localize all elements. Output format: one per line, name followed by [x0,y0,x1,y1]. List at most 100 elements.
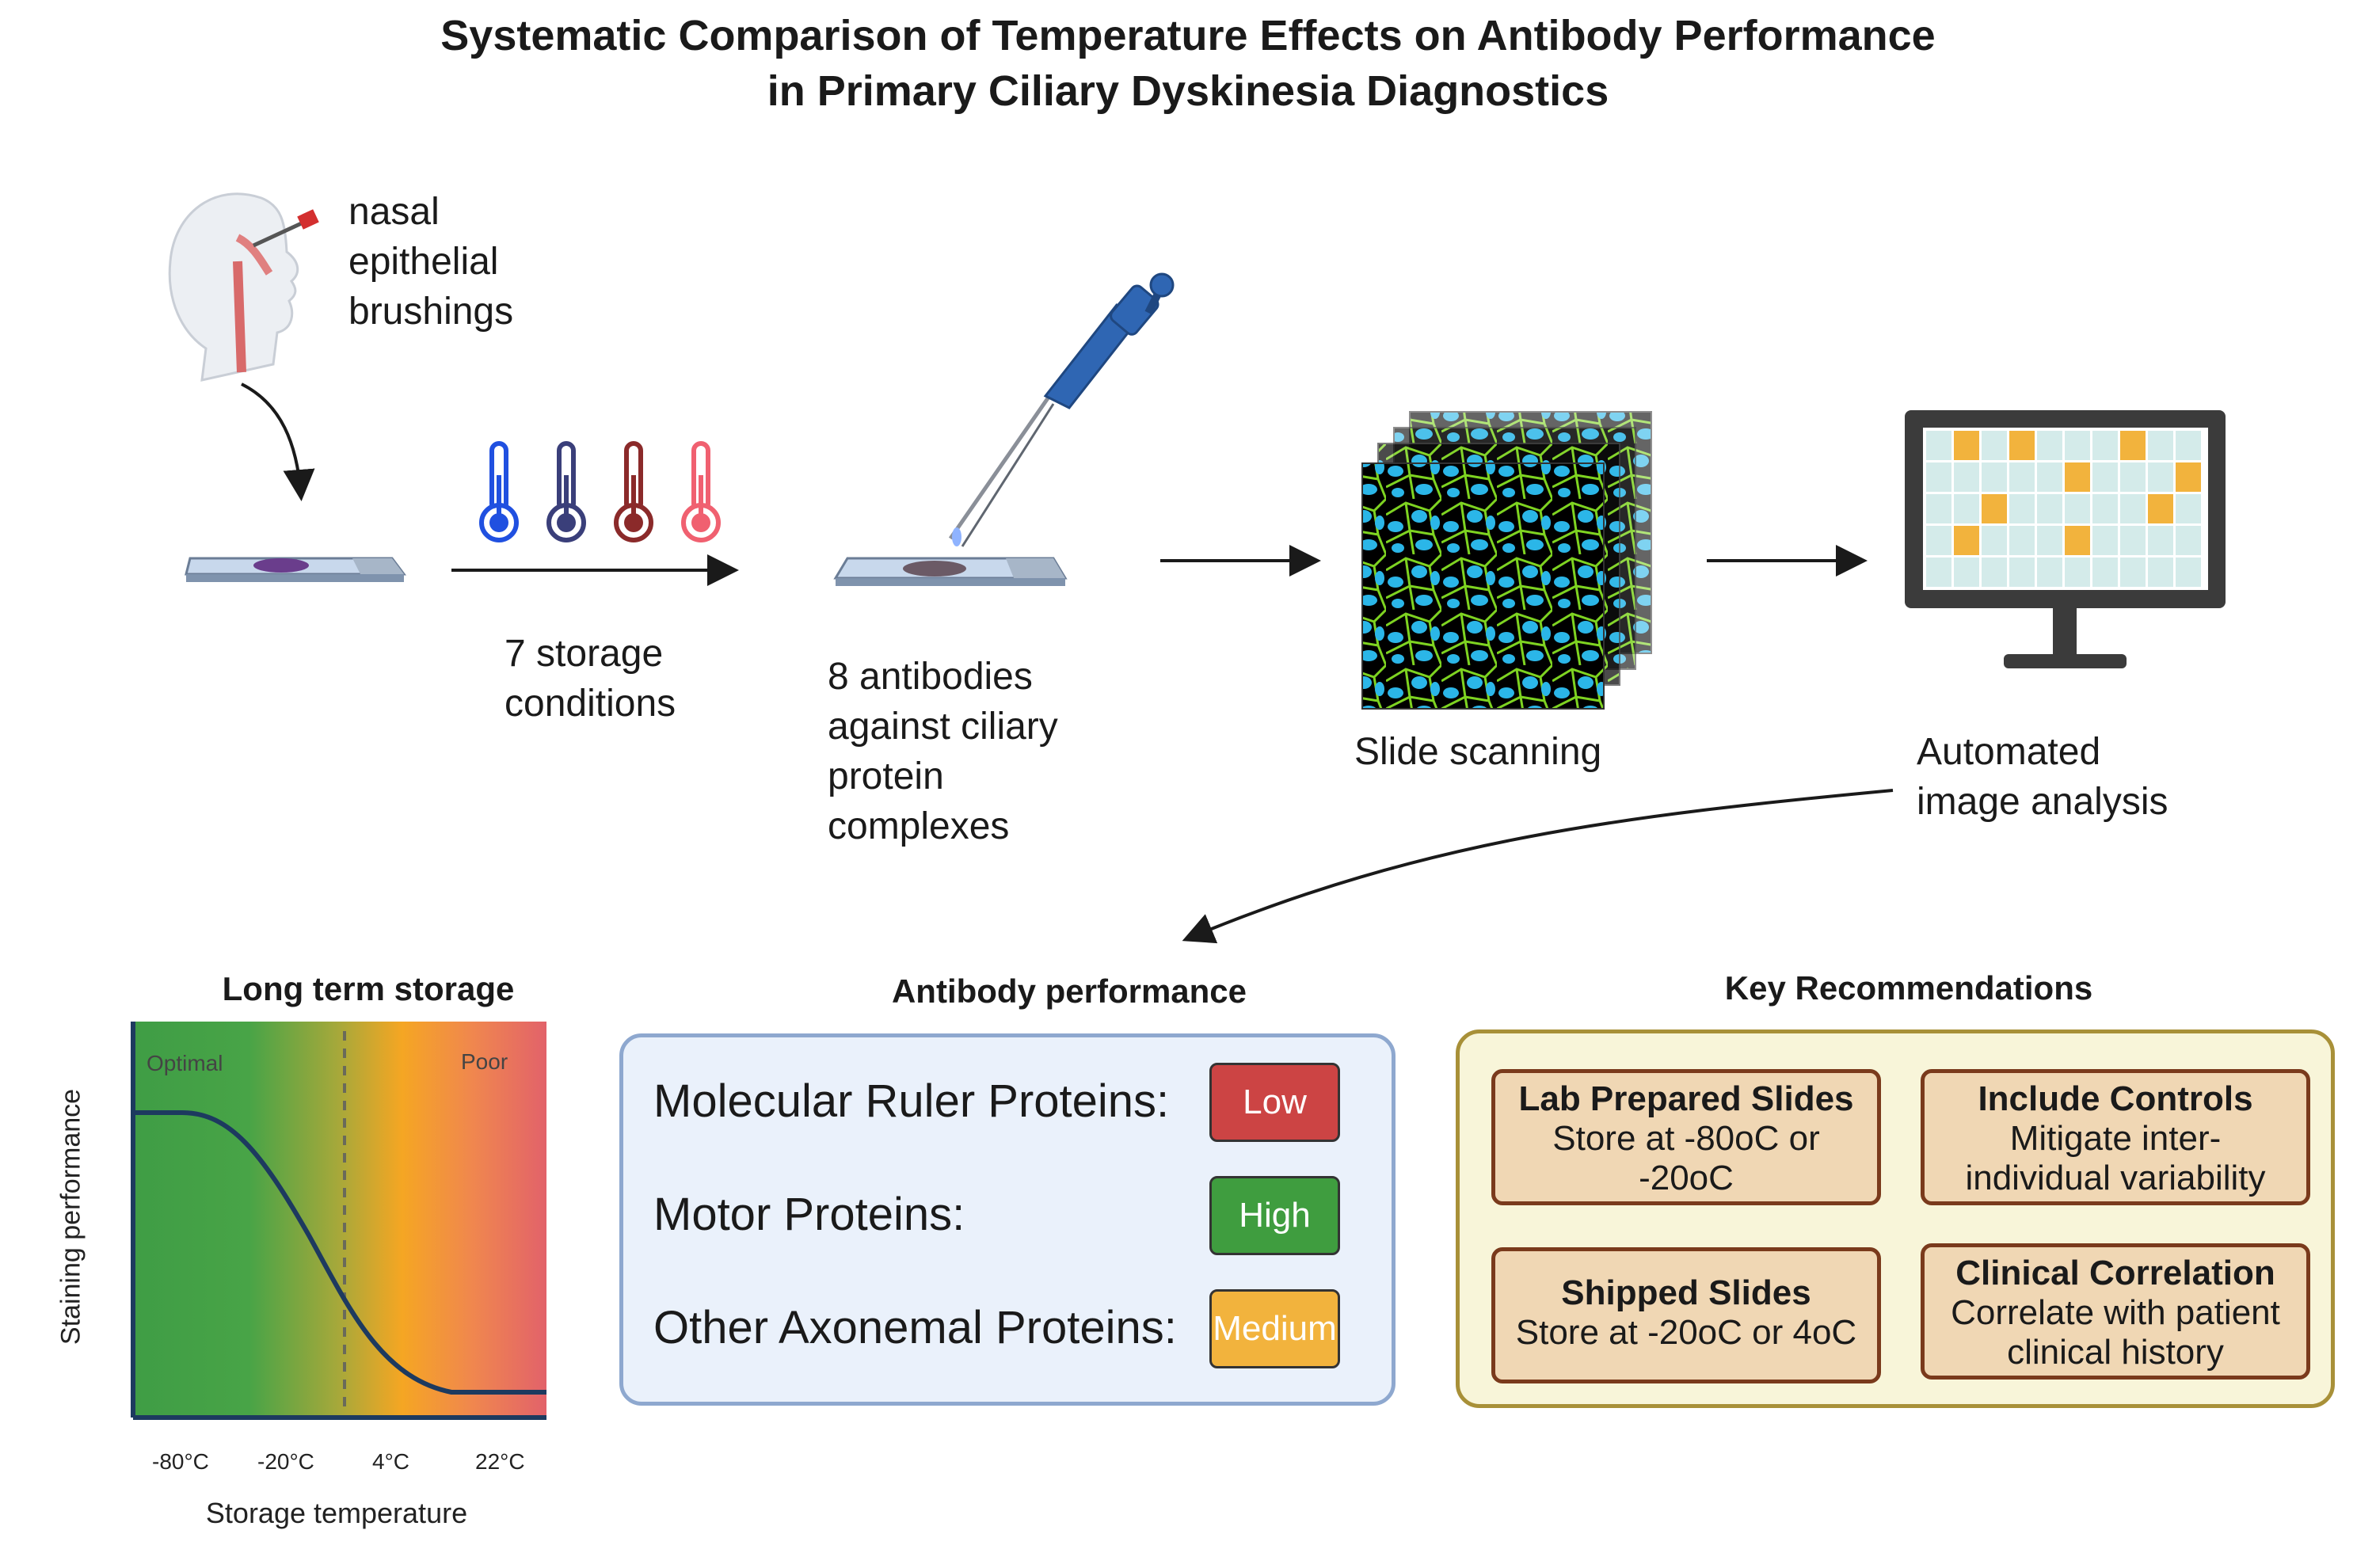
sample-label: nasal epithelial brushings [348,187,513,337]
analysis-grid [1926,431,2201,587]
sample-label-line-3: brushings [348,291,514,333]
tick-4: 4°C [372,1449,409,1474]
grid-cell [2065,526,2090,555]
card-title: Clinical Correlation [1955,1254,2275,1292]
grid-cell [2148,494,2173,523]
x-axis-label: Storage temperature [205,1497,468,1529]
grid-cell [2065,462,2090,492]
grid-cell [2009,494,2035,523]
grid-cell [2148,431,2173,460]
card-clinical-correlation: Clinical Correlation Correlate with pati… [1921,1243,2310,1380]
grid-cell [2120,526,2146,555]
grid-cell [1982,526,2007,555]
grid-cell [1982,431,2007,460]
grid-cell [2120,558,2146,587]
grid-cell [2092,558,2118,587]
antibodies-label: 8 antibodies against ciliary protein com… [828,652,1058,851]
badge-medium: Medium [1209,1289,1340,1368]
tick-minus20: -20°C [257,1449,314,1474]
grid-cell [2148,526,2173,555]
badge-high: High [1209,1176,1340,1255]
analysis-label-line-1: Automated [1917,731,2101,773]
grid-cell [2037,494,2062,523]
poor-label: Poor [461,1049,508,1074]
scanning-label: Slide scanning [1354,731,1602,773]
grid-cell [2092,462,2118,492]
antibodies-label-line-3: protein [828,755,944,797]
grid-cell [2037,462,2062,492]
card-title: Lab Prepared Slides [1518,1079,1854,1118]
antibodies-label-line-4: complexes [828,805,1010,847]
storage-label-line-2: conditions [505,683,676,725]
storage-performance-plot [131,1022,546,1420]
grid-cell [2037,558,2062,587]
head-profile-illustration [168,192,319,382]
antibodies-label-line-2: against ciliary [828,706,1058,748]
grid-cell [2037,431,2062,460]
workflow-graphics [168,192,2226,944]
storage-label: 7 storage conditions [505,629,676,729]
grid-cell [1926,558,1951,587]
grid-cell [2065,494,2090,523]
tick-minus80: -80°C [152,1449,209,1474]
grid-cell [1954,462,1979,492]
antibody-performance-panel: Molecular Ruler Proteins: Low Motor Prot… [619,1033,1396,1406]
long-term-storage-heading: Long term storage [222,970,515,1007]
storage-label-line-1: 7 storage [505,633,664,675]
badge-low: Low [1209,1063,1340,1142]
row-molecular-ruler: Molecular Ruler Proteins: [653,1075,1170,1127]
optimal-label: Optimal [147,1051,223,1075]
thermometer-22c-icon [681,441,721,542]
card-text-line-2: individual variability [1965,1159,2266,1197]
grid-cell [2065,558,2090,587]
recommendations-panel: Lab Prepared Slides Store at -80oC or -2… [1456,1029,2335,1408]
grid-cell [2148,558,2173,587]
thermometer-4c-icon [614,441,653,542]
thermometer-minus20-icon [546,441,586,542]
tick-22: 22°C [475,1449,525,1474]
key-recommendations-heading: Key Recommendations [1724,969,2093,1007]
grid-cell [2176,558,2201,587]
grid-cell [2092,494,2118,523]
grid-cell [2176,431,2201,460]
grid-cell [1982,462,2007,492]
card-text-line-1: Store at -80oC or [1552,1119,1820,1158]
y-axis-label: Staining performance [55,1088,86,1345]
pipette-illustration [948,272,1175,547]
grid-cell [1982,558,2007,587]
card-lab-prepared-slides: Lab Prepared Slides Store at -80oC or -2… [1491,1069,1881,1205]
grid-cell [2176,494,2201,523]
card-text-line-1: Correlate with patient [1951,1293,2280,1332]
sample-label-line-2: epithelial [348,241,499,283]
grid-cell [2092,526,2118,555]
card-text-line-2: -20oC [1639,1159,1734,1197]
analysis-label-line-2: image analysis [1917,781,2168,823]
grid-cell [2148,462,2173,492]
grid-cell [2092,431,2118,460]
grid-cell [1982,494,2007,523]
glass-slide-2 [833,557,1068,586]
grid-cell [2009,462,2035,492]
card-title: Shipped Slides [1561,1273,1811,1312]
grid-cell [1926,526,1951,555]
thermometer-icons [479,441,721,542]
grid-cell [2037,526,2062,555]
scanned-image-stack [1361,411,1652,710]
grid-cell [2176,526,2201,555]
row-other-axonemal: Other Axonemal Proteins: [653,1302,1177,1353]
monitor-icon [1905,410,2226,668]
antibodies-label-line-1: 8 antibodies [828,656,1033,698]
grid-cell [1926,494,1951,523]
card-text-line-2: clinical history [2007,1333,2224,1372]
row-motor-proteins: Motor Proteins: [653,1189,965,1240]
thermometer-minus80-icon [479,441,519,542]
card-text-line-1: Store at -20oC or 4oC [1515,1313,1857,1352]
sample-label-line-1: nasal [348,191,440,233]
title-line-1: Systematic Comparison of Temperature Eff… [440,12,1936,59]
card-shipped-slides: Shipped Slides Store at -20oC or 4oC [1491,1247,1881,1383]
grid-cell [2065,431,2090,460]
antibody-performance-heading: Antibody performance [891,972,1247,1010]
grid-cell [2120,462,2146,492]
grid-cell [1954,431,1979,460]
card-text-line-1: Mitigate inter- [2009,1119,2222,1158]
